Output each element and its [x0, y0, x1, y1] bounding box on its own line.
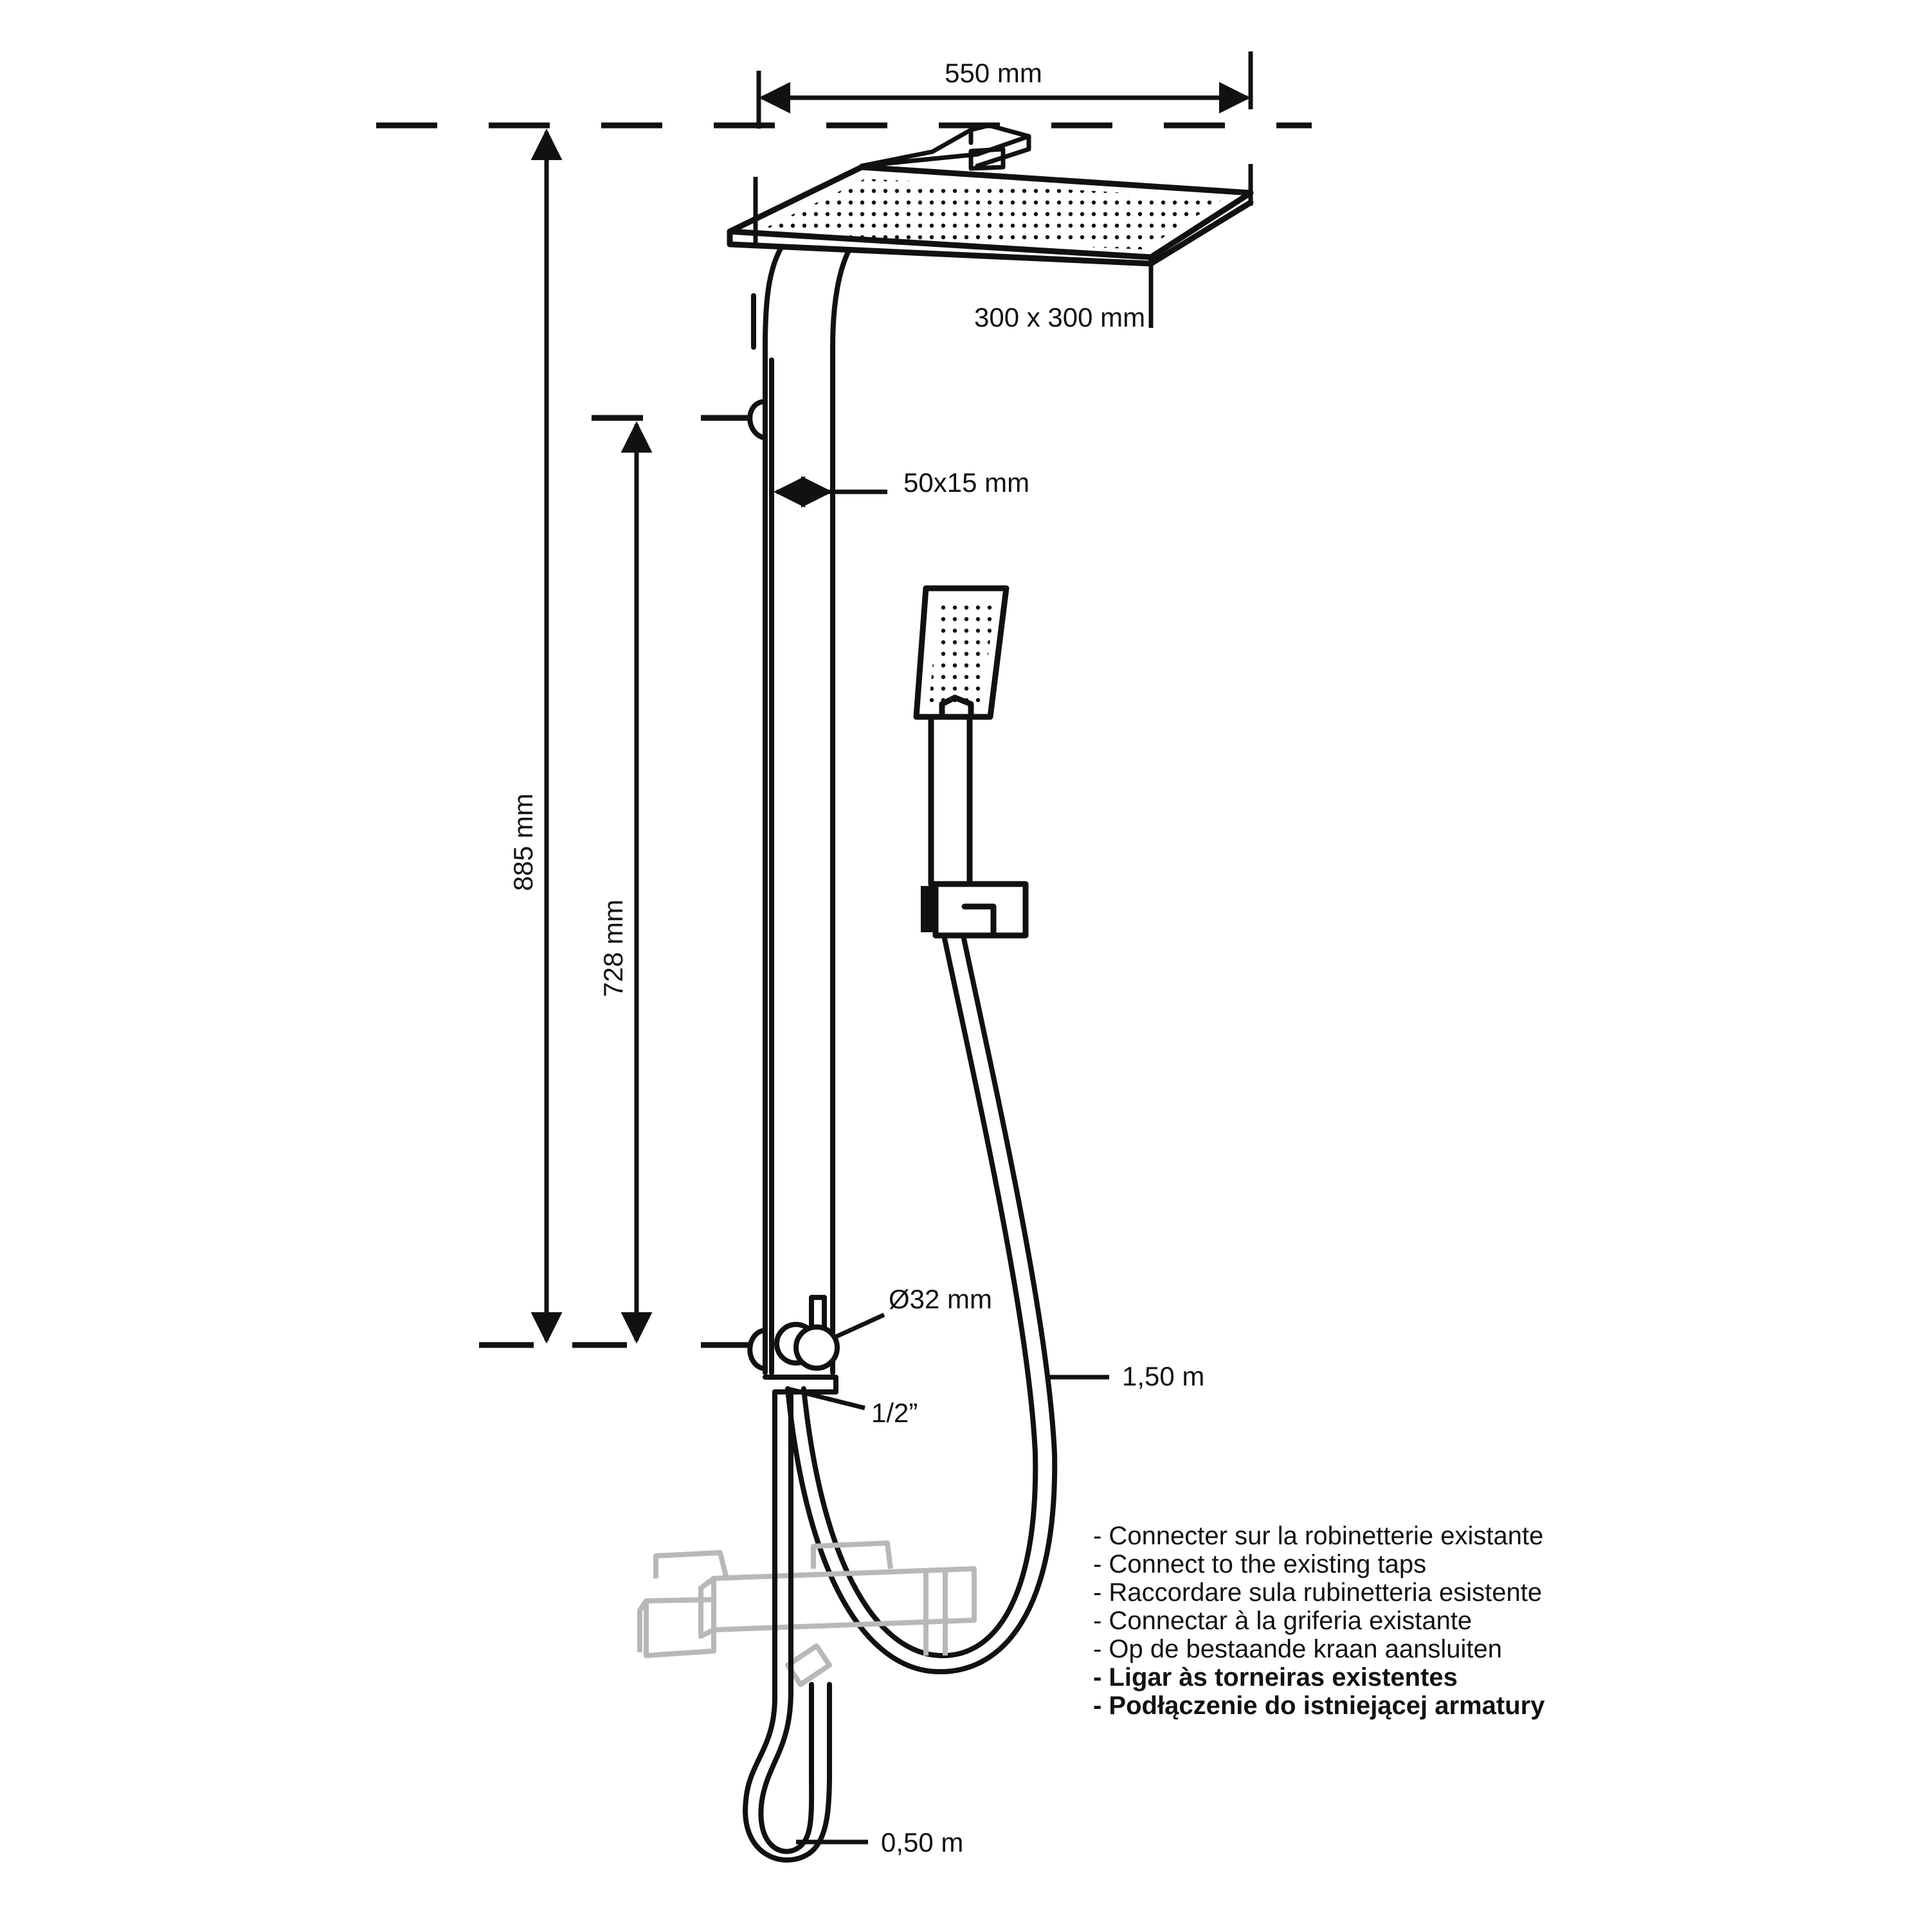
diameter-label: Ø32 mm	[889, 1284, 992, 1314]
existing-tap-ghost	[637, 1540, 977, 1687]
short-hose	[743, 1389, 832, 1863]
note-pl: - Podłączenie do istniejącej armatury	[1093, 1692, 1545, 1720]
note-fr: - Connecter sur la robinetterie existant…	[1093, 1522, 1543, 1550]
note-pt: - Ligar às torneiras existentes	[1093, 1663, 1458, 1692]
note-nl: - Op de bestaande kraan aansluiten	[1093, 1635, 1502, 1663]
long-hose	[785, 933, 1058, 1675]
inlet-leader	[787, 1386, 865, 1411]
short-hose-label: 0,50 m	[881, 1827, 963, 1857]
rail-section-label: 50x15 mm	[903, 467, 1029, 498]
ceiling-bracket	[859, 123, 1031, 171]
inlet-thread-label: 1/2”	[871, 1398, 918, 1428]
head-size-label: 300 x 300 mm	[974, 302, 1145, 332]
hand-shower	[913, 585, 1010, 887]
note-es: - Connectar à la griferia existante	[1093, 1607, 1472, 1635]
note-en: - Connect to the existing taps	[1093, 1550, 1426, 1578]
bar-height-label: 728 mm	[598, 899, 628, 997]
diverter-knob	[763, 1295, 840, 1395]
diameter-leader	[833, 1312, 885, 1340]
installation-notes: - Connecter sur la robinetterie existant…	[1093, 1522, 1545, 1720]
hand-shower-holder	[921, 881, 1029, 939]
long-hose-label: 1,50 m	[1122, 1361, 1204, 1391]
shower-rail	[751, 245, 851, 1375]
note-it: - Raccordare sula rubinetteria esistente	[1093, 1578, 1542, 1607]
width-label: 550 mm	[945, 58, 1042, 88]
total-height-label: 885 mm	[508, 793, 538, 891]
wall-mount-top	[747, 399, 765, 440]
wall-mount-bottom	[747, 1328, 765, 1371]
rain-shower-head	[727, 164, 1254, 267]
